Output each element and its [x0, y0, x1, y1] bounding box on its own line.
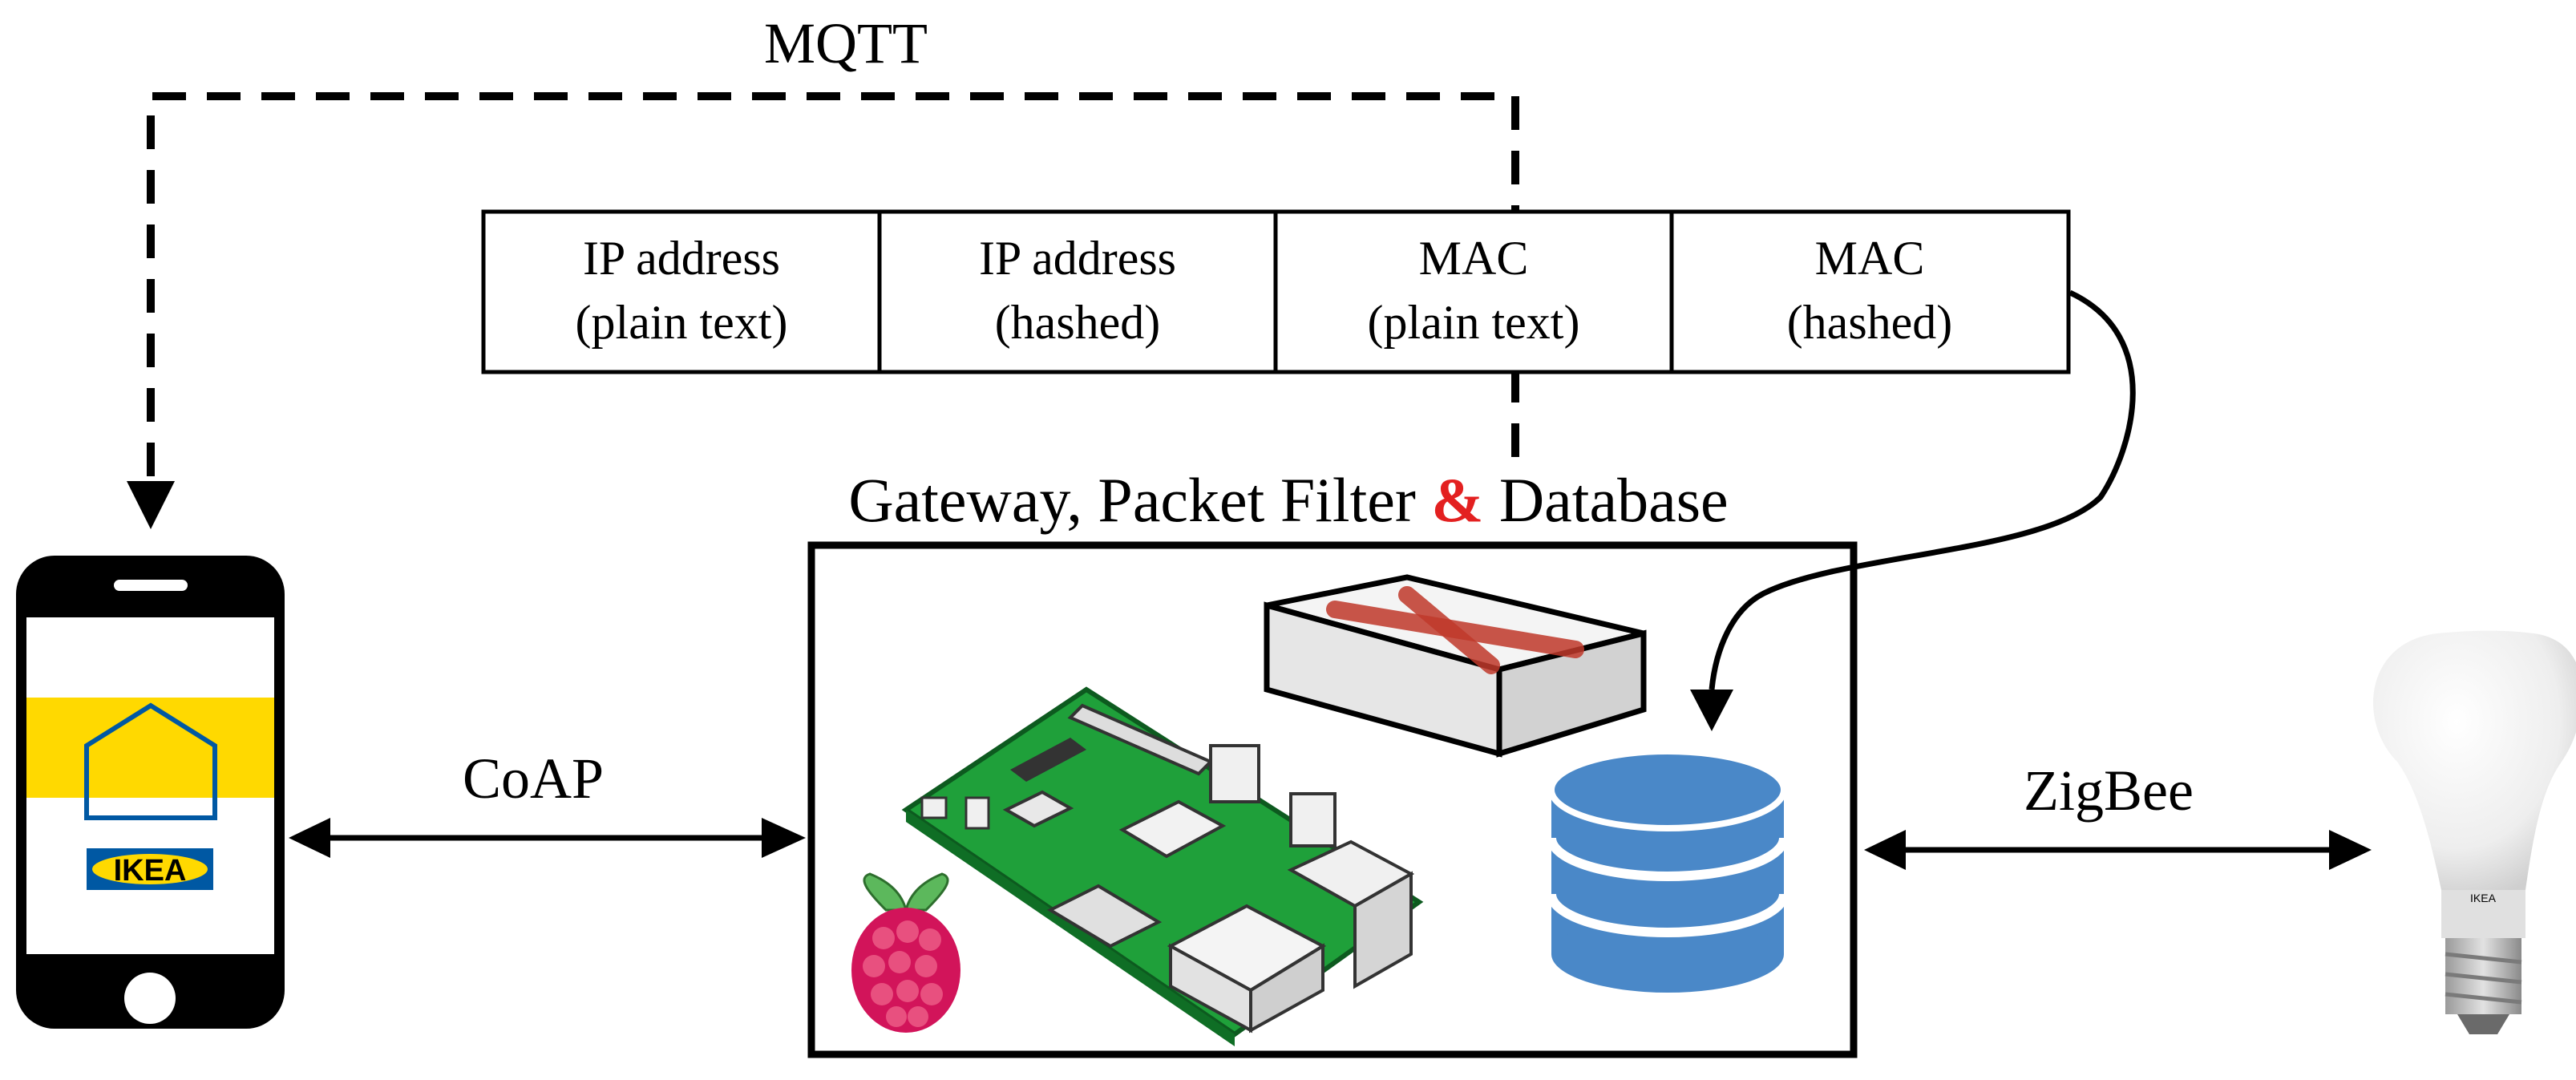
packet-filter-icon	[1264, 574, 1647, 758]
light-bulb-icon: IKEA	[2373, 630, 2576, 1034]
ampersand: &	[1431, 465, 1483, 535]
cell-mac-hashed-line1: MAC	[1815, 232, 1925, 285]
phone-speaker	[114, 580, 188, 591]
cell-mac-plain-line2: (plain text)	[1368, 296, 1580, 349]
cell-mac-hashed-line2: (hashed)	[1787, 296, 1953, 349]
cell-ip-plain-line1: IP address	[583, 232, 780, 285]
database-arrowhead	[1690, 690, 1733, 731]
coap-connector	[289, 818, 806, 858]
coap-label: CoAP	[463, 746, 604, 811]
cell-mac-plain-line1: MAC	[1419, 232, 1529, 285]
gateway-title: Gateway, Packet Filter & Database	[848, 465, 1728, 535]
home-icon	[84, 702, 217, 820]
ikea-logo-text: IKEA	[114, 854, 187, 888]
ikea-app-banner	[26, 698, 274, 798]
data-field-table: IP address (plain text) IP address (hash…	[481, 209, 2071, 374]
raspberry-pi-board-icon	[901, 686, 1424, 1046]
smartphone-icon: IKEA	[16, 556, 285, 1029]
gateway-box	[807, 541, 1858, 1058]
cell-ip-hashed-line1: IP address	[979, 232, 1176, 285]
zigbee-label: ZigBee	[2024, 758, 2194, 823]
mqtt-arrowhead	[127, 481, 175, 529]
raspberry-logo-icon	[851, 872, 960, 1033]
zigbee-connector	[1864, 830, 2372, 870]
hashed-to-database-connector	[1690, 289, 2136, 731]
phone-home-button	[124, 973, 176, 1024]
cell-ip-plain-line2: (plain text)	[576, 296, 788, 349]
mqtt-label: MQTT	[764, 11, 928, 75]
database-icon	[1547, 748, 1789, 993]
cell-ip-hashed-line2: (hashed)	[995, 296, 1161, 349]
bulb-brand-text: IKEA	[2470, 892, 2497, 904]
